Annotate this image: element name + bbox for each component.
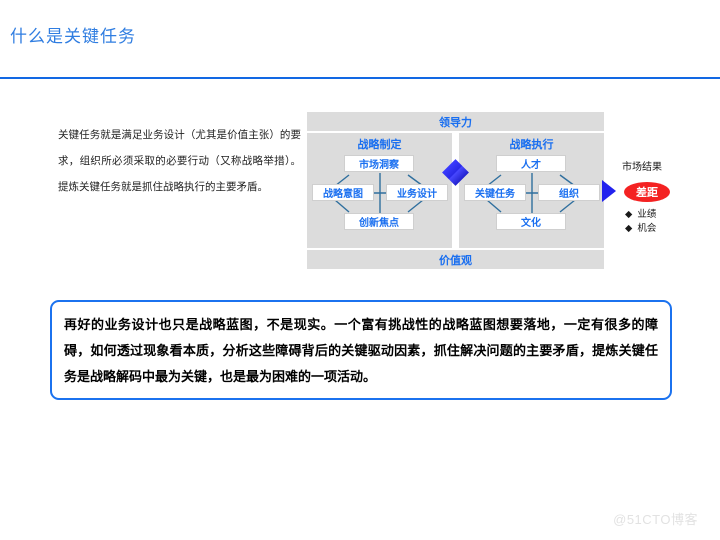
diamond-bullet-icon: ◆ — [625, 223, 633, 234]
callout-text: 再好的业务设计也只是战略蓝图，不是现实。一个富有挑战性的战略蓝图想要落地，一定有… — [64, 317, 658, 384]
blm-right-panel-title: 战略执行 — [509, 139, 554, 151]
blm-node-culture[interactable]: 文化 — [496, 213, 566, 230]
blm-node-key-tasks[interactable]: 关键任务 — [464, 184, 526, 201]
list-item: ◆ 业绩 — [625, 208, 656, 222]
blm-node-market-insight[interactable]: 市场洞察 — [344, 155, 414, 172]
blm-node-organization[interactable]: 组织 — [538, 184, 600, 201]
market-results-group: 市场结果 差距 ◆ 业绩 ◆ 机会 — [600, 158, 715, 253]
title-underline-rule — [0, 77, 720, 79]
watermark: @51CTO博客 — [613, 512, 698, 527]
blm-left-panel-title: 战略制定 — [357, 139, 402, 151]
blm-strategy-formulation-panel: 战略制定 市场洞察 战略意图 业务设计 创新焦点 — [307, 133, 452, 248]
blm-node-talent[interactable]: 人才 — [496, 155, 566, 172]
blm-leadership-bar: 领导力 — [307, 112, 604, 131]
blm-diagram: 领导力 战略制定 市场洞察 战略意图 业务设计 创新焦点 战略执行 — [307, 112, 604, 269]
callout-box: 再好的业务设计也只是战略蓝图，不是现实。一个富有挑战性的战略蓝图想要落地，一定有… — [50, 300, 672, 400]
market-results-bullets: ◆ 业绩 ◆ 机会 — [625, 208, 656, 236]
blm-values-bar: 价值观 — [307, 250, 604, 269]
right-arrow-icon — [602, 180, 616, 202]
blm-node-strategic-intent[interactable]: 战略意图 — [312, 184, 374, 201]
blm-node-innovation-focus[interactable]: 创新焦点 — [344, 213, 414, 230]
page-title: 什么是关键任务 — [10, 27, 136, 46]
gap-badge: 差距 — [624, 182, 670, 202]
list-item: ◆ 机会 — [625, 222, 656, 236]
list-item-label: 机会 — [637, 223, 657, 234]
list-item-label: 业绩 — [637, 209, 657, 220]
intro-paragraph: 关键任务就是满足业务设计（尤其是价值主张）的要求，组织所必须采取的必要行动（又称… — [58, 129, 301, 193]
blm-node-business-design[interactable]: 业务设计 — [386, 184, 448, 201]
blm-strategy-execution-panel: 战略执行 人才 关键任务 组织 文化 — [459, 133, 604, 248]
market-results-label: 市场结果 — [622, 162, 662, 173]
diamond-bullet-icon: ◆ — [625, 209, 633, 220]
